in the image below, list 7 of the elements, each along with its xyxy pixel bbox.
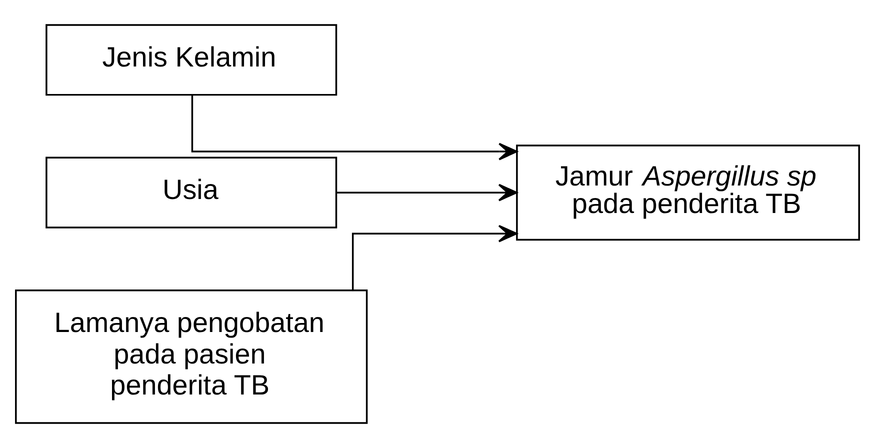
- arrow: [352, 224, 518, 290]
- node-box: Jamur Aspergillus sp pada penderita TB: [516, 144, 860, 240]
- arrow: [191, 94, 518, 160]
- arrow: [336, 183, 518, 201]
- node-box: Usia: [46, 156, 338, 228]
- node-box: Jenis Kelamin: [46, 24, 338, 96]
- node-box: Lamanya pengobatan pada pasien penderita TB: [15, 288, 368, 424]
